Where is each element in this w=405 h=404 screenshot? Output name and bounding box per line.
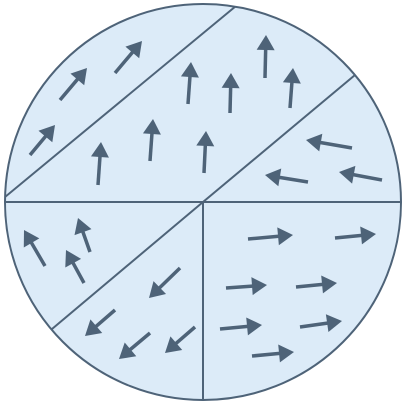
arrow-head <box>85 319 103 336</box>
arrow-shaft <box>225 284 255 290</box>
domain-wall-upper-diagonal <box>5 5 237 198</box>
arrow-head <box>256 35 275 51</box>
magnetization-arrows <box>23 35 383 363</box>
arrow-head <box>70 68 87 86</box>
arrow-shaft <box>148 131 154 162</box>
top-left-strip-domain-arrow-2 <box>58 68 87 102</box>
upper-middle-domain-arrow-6 <box>196 131 215 174</box>
arrow-shaft <box>228 85 233 114</box>
arrow-head <box>251 277 267 296</box>
arrow-head <box>321 275 337 294</box>
bottom-right-domain-arrow-6 <box>299 314 342 333</box>
upper-middle-domain-arrow-4 <box>282 68 301 109</box>
arrow-shaft <box>186 74 192 105</box>
arrow-head <box>119 342 137 359</box>
arrow-shaft <box>288 80 294 109</box>
arrow-shaft <box>157 266 182 291</box>
arrow-shaft <box>58 76 80 102</box>
arrow-head <box>339 165 356 184</box>
arrow-head <box>180 62 199 78</box>
arrow-head <box>23 230 40 248</box>
domain-wall-lower-diagonal <box>51 201 204 330</box>
right-wedge-domain-arrow-3 <box>339 165 383 184</box>
right-wedge-domain-arrow-2 <box>265 168 309 187</box>
bottom-right-domain-arrow-7 <box>251 344 294 363</box>
upper-middle-domain-arrow-5 <box>142 119 161 162</box>
arrow-shaft <box>334 233 364 240</box>
bottom-right-domain-arrow-3 <box>225 277 267 296</box>
arrow-shaft <box>70 260 86 284</box>
domain-wall-right-diagonal <box>202 74 356 203</box>
arrow-shaft <box>80 229 92 253</box>
upper-middle-domain-arrow-3 <box>256 35 275 79</box>
arrow-shaft <box>318 140 353 150</box>
bottom-right-domain-arrow-4 <box>295 275 337 294</box>
arrow-shaft <box>263 47 268 79</box>
bottom-middle-wedge-domain-arrow-1 <box>149 266 182 298</box>
arrow-shaft <box>351 172 383 182</box>
arrow-head <box>360 226 376 245</box>
upper-middle-domain-arrow-2 <box>221 73 240 114</box>
arrow-head <box>149 281 167 298</box>
arrow-shaft <box>295 282 325 289</box>
left-wedge-domain-arrow-1 <box>23 230 47 267</box>
left-wedge-domain-arrow-3 <box>65 250 86 284</box>
arrow-shaft <box>113 49 135 75</box>
arrow-shaft <box>173 325 197 346</box>
arrow-head <box>278 344 294 363</box>
arrow-shaft <box>277 175 309 184</box>
arrow-head <box>142 119 161 135</box>
arrow-head <box>165 336 183 353</box>
arrow-shaft <box>93 308 117 329</box>
arrow-head <box>282 68 301 84</box>
arrow-head <box>325 314 342 333</box>
bottom-middle-wedge-domain-arrow-4 <box>165 325 197 353</box>
bottom-middle-wedge-domain-arrow-2 <box>85 308 117 336</box>
arrow-head <box>246 317 262 336</box>
arrow-shaft <box>28 133 49 157</box>
arrow-head <box>38 125 55 143</box>
arrow-head <box>277 227 293 246</box>
arrow-shaft <box>29 240 47 267</box>
bottom-right-domain-arrow-2 <box>334 226 376 245</box>
arrow-head <box>90 142 109 158</box>
arrow-shaft <box>247 234 281 241</box>
arrow-head <box>221 73 240 89</box>
arrow-shaft <box>127 331 152 352</box>
bottom-right-domain-arrow-5 <box>219 317 262 336</box>
arrow-head <box>74 218 92 236</box>
left-wedge-domain-arrow-2 <box>74 218 92 253</box>
arrow-shaft <box>202 143 208 174</box>
top-left-strip-domain-arrow-1 <box>28 125 55 157</box>
arrow-shaft <box>299 321 330 329</box>
arrow-head <box>306 133 323 152</box>
bottom-middle-wedge-domain-arrow-3 <box>119 331 152 359</box>
arrow-head <box>196 131 215 147</box>
arrow-head <box>125 41 142 59</box>
arrow-shaft <box>96 154 102 186</box>
upper-middle-domain-arrow-7 <box>90 142 109 186</box>
domain-walls <box>5 5 401 400</box>
bottom-right-domain-arrow-1 <box>247 227 293 246</box>
arrow-shaft <box>219 324 250 331</box>
arrow-shaft <box>251 351 282 358</box>
arrow-head <box>65 250 82 268</box>
upper-middle-domain-arrow-1 <box>180 62 199 105</box>
top-left-strip-domain-arrow-3 <box>113 41 142 75</box>
right-wedge-domain-arrow-1 <box>306 133 353 152</box>
arrow-head <box>265 168 282 187</box>
